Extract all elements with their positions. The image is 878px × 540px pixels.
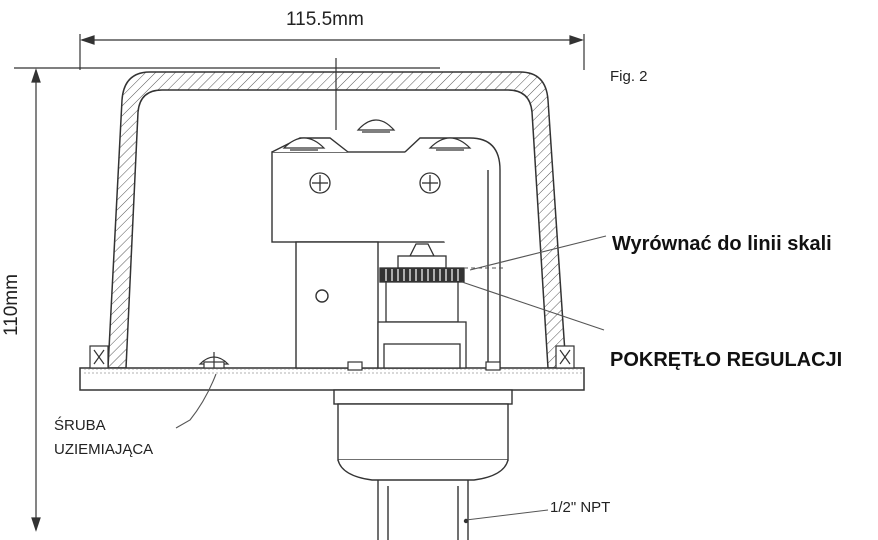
ground-screw-label-line1: ŚRUBA — [54, 417, 106, 434]
terminal-screw-right — [428, 137, 472, 151]
height-dimension — [14, 67, 440, 532]
width-dimension — [79, 34, 585, 70]
adjust-knob-label: POKRĘTŁO REGULACJI — [610, 349, 843, 371]
mounting-screw-right — [419, 172, 441, 194]
ground-screw-label-line2: UZIEMIAJĄCA — [54, 441, 154, 458]
terminal-screw-center — [356, 119, 396, 133]
leader-lines — [175, 235, 607, 521]
base-plate — [79, 367, 585, 391]
corner-bolt-left — [89, 345, 109, 369]
corner-bolt-right — [555, 345, 575, 369]
adjustment-mechanism — [377, 243, 467, 369]
pipe-thread-label: 1/2" NPT — [550, 499, 611, 516]
height-dimension-label: 110mm — [1, 274, 22, 336]
pipe-fitting — [333, 389, 513, 540]
width-dimension-label: 115.5mm — [286, 9, 364, 30]
base-screw-right — [485, 361, 501, 371]
figure-label: Fig. 2 — [610, 68, 648, 85]
base-screw-left — [347, 361, 363, 371]
switch-block — [271, 137, 501, 368]
align-to-scale-label: Wyrównać do linii skali — [612, 233, 832, 255]
ground-screw — [198, 352, 230, 369]
adjustment-knob — [380, 268, 464, 282]
npt-leader-dot — [463, 518, 469, 524]
mounting-screw-left — [309, 172, 331, 194]
bracket-plate — [295, 241, 379, 369]
terminal-screw-left — [282, 137, 326, 151]
